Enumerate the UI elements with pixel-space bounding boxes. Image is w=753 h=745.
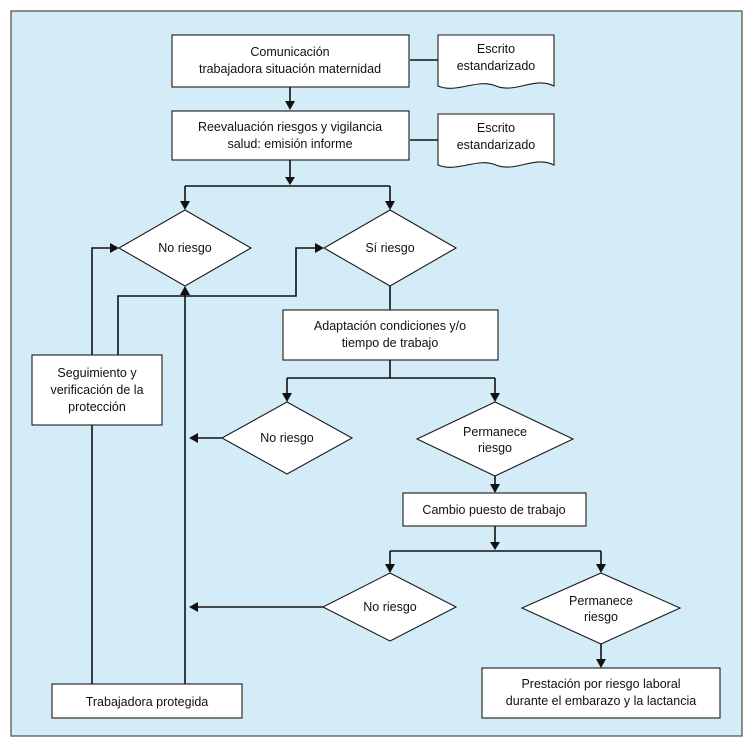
connector-adaptacion-split: [287, 360, 495, 379]
arrowhead: [285, 101, 295, 110]
arrowhead: [490, 393, 500, 402]
document-escrito-1: Escrito estandarizado: [437, 34, 555, 89]
si-riesgo-label: Sí riesgo: [365, 241, 414, 255]
seguimiento-line2: verificación de la: [50, 383, 143, 397]
permanece-1-line1: Permanece: [463, 425, 527, 439]
arrowhead: [385, 201, 395, 210]
comunicacion-line2: trabajadora situación maternidad: [199, 62, 381, 76]
arrowhead: [385, 564, 395, 573]
arrowhead: [490, 484, 500, 493]
prestacion-line2: durante el embarazo y la lactancia: [506, 694, 696, 708]
adaptacion-line1: Adaptación condiciones y/o: [314, 319, 466, 333]
arrowhead: [110, 243, 119, 253]
seguimiento-line3: protección: [68, 400, 126, 414]
arrowhead: [189, 602, 198, 612]
permanece-1-line2: riesgo: [478, 441, 512, 455]
escrito-2-line1: Escrito: [477, 121, 515, 135]
box-comunicacion: Comunicación trabajadora situación mater…: [171, 34, 410, 88]
adaptacion-line2: tiempo de trabajo: [342, 336, 439, 350]
decision-no-riesgo-2: No riesgo: [220, 401, 354, 475]
arrowhead: [282, 393, 292, 402]
escrito-2-line2: estandarizado: [457, 138, 536, 152]
connectors: [91, 59, 606, 684]
arrowhead: [596, 564, 606, 573]
escrito-1-line2: estandarizado: [457, 59, 536, 73]
comunicacion-line1: Comunicación: [250, 45, 329, 59]
box-adaptacion: Adaptación condiciones y/o tiempo de tra…: [282, 309, 499, 361]
permanece-2-line1: Permanece: [569, 594, 633, 608]
connector-seguimiento-to-no-riesgo-1: [91, 247, 110, 355]
arrowhead: [490, 542, 500, 550]
decision-no-riesgo-1: No riesgo: [117, 209, 253, 287]
permanece-2-line2: riesgo: [584, 610, 618, 624]
document-escrito-2: Escrito estandarizado: [437, 113, 555, 168]
prestacion-line1: Prestación por riesgo laboral: [521, 677, 680, 691]
no-riesgo-1-label: No riesgo: [158, 241, 212, 255]
reevaluacion-line1: Reevaluación riesgos y vigilancia: [198, 120, 382, 134]
box-trabajadora-protegida: Trabajadora protegida: [51, 683, 243, 719]
no-riesgo-2-label: No riesgo: [260, 431, 314, 445]
reevaluacion-line2: salud: emisión informe: [227, 137, 352, 151]
decision-permanece-riesgo-2: Permanece riesgo: [520, 572, 682, 645]
seguimiento-line1: Seguimiento y: [57, 366, 137, 380]
decision-no-riesgo-3: No riesgo: [321, 572, 458, 642]
arrowhead: [285, 177, 295, 185]
arrowhead: [180, 201, 190, 210]
connector-seguimiento-to-si-riesgo: [117, 247, 315, 355]
arrowhead: [180, 286, 190, 295]
decision-si-riesgo: Sí riesgo: [322, 209, 458, 287]
arrowhead: [189, 433, 198, 443]
cambio-puesto-label: Cambio puesto de trabajo: [422, 503, 565, 517]
box-prestacion: Prestación por riesgo laboral durante el…: [481, 667, 721, 719]
box-seguimiento: Seguimiento y verificación de la protecc…: [31, 354, 163, 426]
arrowhead: [596, 659, 606, 668]
decision-permanece-riesgo-1: Permanece riesgo: [415, 401, 575, 477]
arrowhead: [315, 243, 324, 253]
escrito-1-line1: Escrito: [477, 42, 515, 56]
box-reevaluacion: Reevaluación riesgos y vigilancia salud:…: [171, 110, 410, 161]
trabajadora-label: Trabajadora protegida: [86, 695, 209, 709]
box-cambio-puesto: Cambio puesto de trabajo: [402, 492, 587, 527]
no-riesgo-3-label: No riesgo: [363, 600, 417, 614]
